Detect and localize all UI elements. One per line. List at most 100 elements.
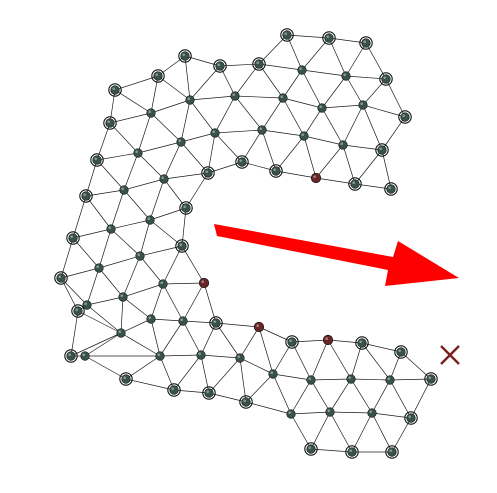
mesh-edge	[150, 112, 182, 143]
mesh-edge	[342, 104, 364, 146]
mesh-edge	[301, 69, 323, 109]
mesh-edge	[150, 318, 184, 322]
mesh-edge	[301, 37, 330, 71]
mesh-edge	[162, 283, 184, 322]
mesh-edge	[159, 320, 184, 357]
mesh-node	[285, 335, 299, 349]
mesh-node	[145, 215, 155, 225]
mesh-edge	[350, 342, 363, 380]
mesh-edge	[275, 135, 305, 172]
mesh-edge	[120, 318, 152, 334]
mesh-edge	[282, 69, 303, 99]
mesh-node	[346, 374, 356, 384]
mesh-node	[94, 263, 104, 273]
mesh-edge	[258, 63, 303, 71]
mesh-edge	[85, 195, 112, 230]
mesh-node-highlighted	[198, 277, 210, 289]
mesh-edge	[163, 141, 182, 180]
mesh-edge	[182, 320, 217, 324]
mesh-edge	[163, 178, 187, 209]
mesh-edge	[290, 379, 312, 415]
mesh-edge	[109, 122, 139, 154]
mesh-edge	[123, 152, 139, 191]
mesh-node	[66, 231, 80, 245]
mesh-edge	[122, 296, 152, 320]
mesh-edge	[272, 373, 312, 381]
mesh-edge	[149, 219, 183, 247]
mesh-edge	[362, 104, 406, 118]
mesh-edge	[125, 355, 161, 380]
mesh-edge	[162, 245, 183, 285]
mesh-edge	[70, 332, 122, 357]
mesh-edge	[139, 219, 151, 257]
mesh-edge	[163, 172, 209, 180]
mesh-node	[269, 164, 283, 178]
mesh-node	[338, 140, 348, 150]
mesh-edge	[123, 189, 151, 221]
mesh-edge	[159, 355, 175, 391]
mesh-node	[175, 239, 189, 253]
mesh-edge	[180, 99, 191, 143]
mesh-edge	[137, 112, 152, 154]
mesh-edge	[150, 283, 164, 320]
mesh-edge	[362, 78, 387, 106]
mesh-edge	[96, 152, 139, 161]
mesh-node	[90, 153, 104, 167]
mesh-edge	[239, 357, 274, 375]
mesh-node	[210, 128, 220, 138]
mesh-edge	[350, 378, 391, 381]
mesh-edge	[98, 228, 112, 269]
mesh-edge	[214, 129, 263, 134]
mesh-node	[213, 59, 227, 73]
mesh-node	[209, 316, 223, 330]
mesh-node	[367, 408, 377, 418]
mesh-edge	[385, 78, 406, 118]
mesh-node	[359, 36, 373, 50]
mesh-node	[119, 372, 133, 386]
mesh-edge	[258, 326, 274, 375]
mesh-edge	[184, 55, 191, 101]
mesh-edge	[137, 152, 165, 180]
mesh-edge	[214, 95, 236, 134]
mesh-edges	[60, 34, 432, 453]
mesh-edge	[258, 326, 293, 343]
mesh-node	[239, 395, 253, 409]
mesh-edge	[139, 255, 164, 285]
mesh-edge	[350, 378, 373, 414]
mesh-edge	[173, 354, 202, 391]
mesh-edge	[84, 332, 122, 357]
mesh-edge	[272, 341, 293, 375]
mesh-edge	[241, 161, 277, 172]
mesh-edge	[321, 75, 347, 109]
mesh-edge	[371, 412, 393, 453]
mesh-node	[106, 224, 116, 234]
mesh-edge	[159, 354, 202, 357]
mesh-edge	[149, 178, 165, 221]
mesh-node	[146, 108, 156, 118]
mesh-node	[176, 137, 186, 147]
mesh-node	[119, 185, 129, 195]
mesh-node	[404, 411, 418, 425]
mesh-edge	[303, 135, 317, 179]
mesh-edge	[182, 282, 205, 322]
mesh-edge	[261, 129, 305, 137]
mesh-node	[155, 351, 165, 361]
mesh-node	[280, 28, 294, 42]
mesh-edge	[185, 172, 209, 209]
mesh-edge	[72, 195, 87, 239]
mesh-edge	[98, 267, 124, 298]
mesh-edge	[109, 89, 116, 124]
mesh-node	[348, 177, 362, 191]
mesh-edge	[239, 357, 247, 403]
mesh-edge	[371, 379, 391, 414]
mesh-edge	[98, 255, 141, 269]
mesh-edge	[310, 378, 352, 381]
mesh-node	[64, 349, 78, 363]
mesh-edge	[258, 63, 284, 99]
mesh-edge	[286, 34, 330, 39]
mesh-edge	[189, 95, 236, 101]
mesh-edge	[207, 161, 243, 174]
mesh-node	[108, 83, 122, 97]
mesh-edge	[180, 141, 209, 174]
